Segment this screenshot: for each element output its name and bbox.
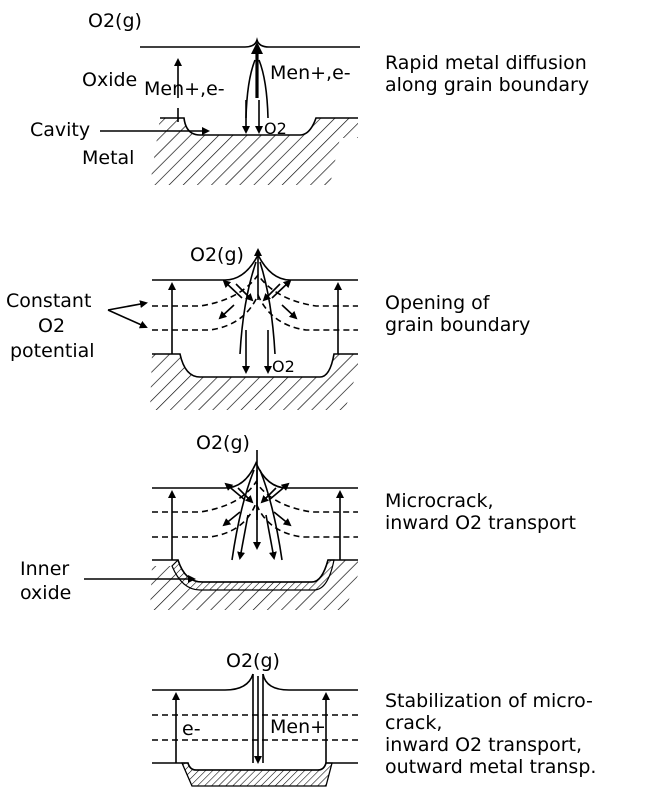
- panel-1-flux-left-label: Men+,e-: [144, 78, 225, 100]
- panel-1-caption-line-1: Rapid metal diffusion: [385, 52, 587, 74]
- panel-1-gas-label: O2(g): [88, 10, 142, 32]
- panel-4-gas-label: O2(g): [226, 650, 280, 672]
- panel-3-inner-label-1: Inner: [20, 558, 70, 580]
- panel-2-caption-line-1: Opening of: [385, 292, 490, 314]
- panel-4-caption-line-3: inward O2 transport,: [385, 734, 582, 756]
- panel-1-o2-label: O2: [264, 119, 287, 138]
- panel-2-drawing: [107, 248, 358, 410]
- panel-1-metal-label: Metal: [82, 147, 135, 169]
- panel-1-metal-hatch: [150, 118, 358, 185]
- panel-3-caption-line-2: inward O2 transport: [385, 512, 576, 534]
- panel-2-gas-label: O2(g): [190, 244, 244, 266]
- panel-3-caption-line-1: Microcrack,: [385, 490, 494, 512]
- panel-3-drawing: [84, 450, 358, 610]
- panel-2-caption: Opening of grain boundary: [385, 292, 530, 336]
- panel-4-caption: Stabilization of micro- crack, inward O2…: [385, 690, 596, 778]
- panel-1-oxide-label: Oxide: [82, 69, 138, 91]
- panel-4-metal-ion-label: Men+: [270, 716, 327, 738]
- panel-1-drawing: [100, 37, 360, 185]
- panel-2-constant-label-1: Constant: [6, 290, 92, 312]
- panel-4-electron-label: e-: [182, 718, 201, 740]
- panel-2-o2-label: O2: [272, 357, 295, 376]
- panel-3-caption: Microcrack, inward O2 transport: [385, 490, 576, 534]
- panel-2-caption-line-2: grain boundary: [385, 314, 531, 336]
- panel-1-caption-line-2: along grain boundary: [385, 74, 590, 96]
- panel-2-constant-label-2: O2: [38, 315, 66, 337]
- panel-1-cavity-label: Cavity: [30, 119, 91, 141]
- panel-4-drawing: [152, 673, 358, 787]
- panel-4-caption-line-1: Stabilization of micro-: [385, 690, 593, 712]
- panel-3-gas-label: O2(g): [196, 432, 250, 454]
- panel-1-oxide-surface: [140, 37, 360, 48]
- panel-3-inner-label-2: oxide: [20, 582, 72, 604]
- panel-1-caption: Rapid metal diffusion along grain bounda…: [385, 52, 589, 96]
- panel-1-flux-right-label: Men+,e-: [270, 62, 351, 84]
- panel-4-caption-line-2: crack,: [385, 712, 443, 734]
- panel-4-caption-line-4: outward metal transp.: [385, 756, 597, 778]
- panel-2-constant-label-3: potential: [10, 340, 95, 362]
